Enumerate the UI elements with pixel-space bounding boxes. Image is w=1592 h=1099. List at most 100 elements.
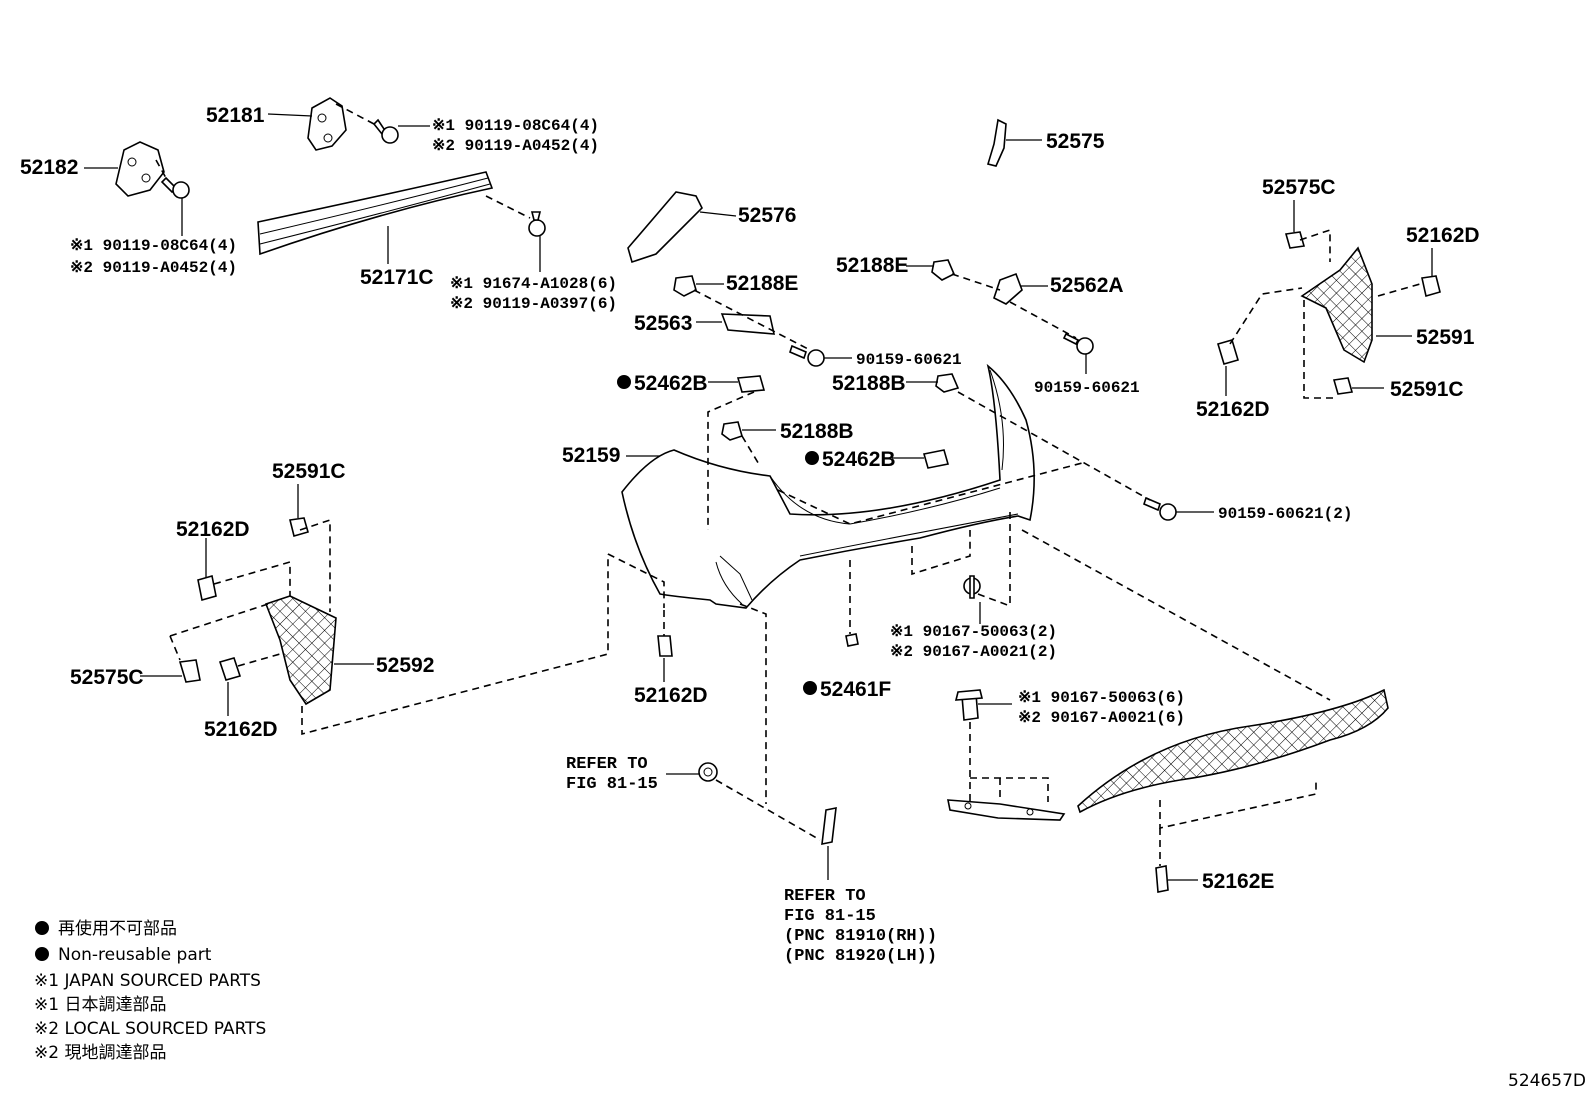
label-52181: 52181	[206, 104, 265, 127]
clip-90167-center	[963, 575, 981, 599]
legend-japan-sourced-en: ※1 JAPAN SOURCED PARTS	[34, 971, 261, 991]
grommet-fig81-15	[698, 762, 718, 782]
clip-90167-lower	[954, 689, 984, 721]
refer-to-2-line1: REFER TO	[784, 887, 866, 906]
label-52462B-right: 52462B	[822, 448, 896, 471]
legend: 再使用不可部品 Non-reusable part ※1 JAPAN SOURC…	[34, 918, 266, 1063]
label-52162D-center: 52162D	[634, 684, 708, 707]
clip-52162D-center	[657, 635, 673, 657]
label-52162E: 52162E	[1202, 870, 1274, 893]
screw-90159-left	[789, 344, 825, 367]
label-52591C-right: 52591C	[1390, 378, 1464, 401]
clip-52162D-right-upper	[1421, 275, 1441, 298]
bracket-52181	[307, 97, 347, 151]
note-90119-08C64-top: ※1 90119-08C64(4)	[432, 117, 599, 135]
label-52171C: 52171C	[360, 266, 434, 289]
legend-dot	[35, 947, 49, 961]
reflector-pnc-81910	[821, 806, 837, 846]
bracket-52591	[1300, 246, 1373, 364]
bracket-52575	[986, 118, 1007, 167]
bumper-cover-52159	[621, 363, 1035, 609]
clip-52188B-lower	[721, 421, 743, 441]
leader-lines	[84, 113, 1433, 881]
note-90167-50063-6: ※1 90167-50063(6)	[1018, 689, 1185, 707]
clip-52162E	[1155, 865, 1169, 893]
clip-52591C-left	[289, 517, 309, 537]
label-90159-right: 90159-60621	[1034, 379, 1140, 397]
label-52162D-left-upper: 52162D	[176, 518, 250, 541]
label-52159: 52159	[562, 444, 620, 467]
refer-to-2-line2: FIG 81-15	[784, 907, 876, 926]
label-52461F: 52461F	[820, 678, 891, 701]
bracket-52563	[720, 313, 776, 335]
label-52188B-upper: 52188B	[832, 372, 906, 395]
pad-52462B-left	[736, 375, 766, 393]
refer-to-1-line1: REFER TO	[566, 755, 648, 774]
note-90119-A0452-left: ※2 90119-A0452(4)	[70, 259, 237, 277]
note-90119-08C64-left: ※1 90119-08C64(4)	[70, 237, 237, 255]
screw-90159-right	[1062, 332, 1094, 355]
label-52188E-left: 52188E	[726, 272, 798, 295]
diffuser-lower	[1077, 688, 1389, 814]
label-52591C-left: 52591C	[272, 460, 346, 483]
clip-52188E-right	[931, 259, 956, 281]
note-91674-A1028: ※1 91674-A1028(6)	[450, 275, 617, 293]
label-52162D-right-upper: 52162D	[1406, 224, 1480, 247]
label-52591: 52591	[1416, 326, 1475, 349]
label-52182: 52182	[20, 156, 78, 179]
non-reusable-dot	[803, 681, 817, 695]
label-52575: 52575	[1046, 130, 1105, 153]
bolt-52182	[160, 176, 190, 199]
label-52562A: 52562A	[1050, 274, 1124, 297]
bracket-52562A	[993, 272, 1023, 305]
label-52188B-lower: 52188B	[780, 420, 854, 443]
clip-52188B-upper	[935, 373, 960, 393]
note-90167-A0021-6: ※2 90167-A0021(6)	[1018, 709, 1185, 727]
legend-nonreusable-jp: 再使用不可部品	[58, 918, 177, 939]
label-52575C-right: 52575C	[1262, 176, 1336, 199]
clip-52162D-left-upper	[197, 574, 217, 602]
label-52162D-right-lower: 52162D	[1196, 398, 1270, 421]
bracket-52576	[627, 191, 703, 264]
note-90167-50063-2: ※1 90167-50063(2)	[890, 623, 1057, 641]
label-52592: 52592	[376, 654, 434, 677]
clip-52575C-right	[1284, 231, 1306, 249]
note-90119-A0397: ※2 90119-A0397(6)	[450, 295, 617, 313]
clip-52188E-left	[673, 275, 697, 297]
clip-52591C-right	[1332, 377, 1354, 395]
screw-90159-2	[1143, 496, 1177, 521]
pad-52461F	[845, 633, 859, 647]
label-52162D-left-lower: 52162D	[204, 718, 278, 741]
diagram-id: 524657D	[1508, 1071, 1586, 1091]
reinforcement-52171C	[257, 171, 494, 256]
refer-to-2-line4: (PNC 81920(LH))	[784, 947, 937, 966]
non-reusable-dot	[617, 375, 631, 389]
bolt-52181	[372, 118, 399, 144]
garnish-lower	[947, 799, 1066, 821]
pad-52462B-right	[922, 449, 950, 469]
label-52576: 52576	[738, 204, 796, 227]
legend-dot	[35, 921, 49, 935]
bracket-52592	[264, 595, 337, 706]
clip-52162D-right-lower	[1217, 339, 1239, 365]
legend-nonreusable-en: Non-reusable part	[58, 945, 212, 965]
label-52575C-left: 52575C	[70, 666, 144, 689]
refer-to-2-line3: (PNC 81910(RH))	[784, 927, 937, 946]
bracket-52182	[115, 141, 165, 197]
clip-52575C-left	[178, 659, 201, 683]
legend-local-sourced-en: ※2 LOCAL SOURCED PARTS	[34, 1019, 266, 1039]
note-90119-A0452-top: ※2 90119-A0452(4)	[432, 137, 599, 155]
non-reusable-dot	[805, 451, 819, 465]
label-90159-2: 90159-60621(2)	[1218, 505, 1352, 523]
label-52188E-right: 52188E	[836, 254, 908, 277]
legend-japan-sourced-jp: ※1 日本調達部品	[34, 995, 166, 1015]
legend-local-sourced-jp: ※2 現地調達部品	[34, 1043, 166, 1063]
refer-to-1-line2: FIG 81-15	[566, 775, 658, 794]
label-90159-left: 90159-60621	[856, 351, 962, 369]
label-52462B-left: 52462B	[634, 372, 708, 395]
clip-52162D-left-lower	[218, 657, 242, 681]
bolt-52171C	[528, 211, 546, 237]
note-90167-A0021-2: ※2 90167-A0021(2)	[890, 643, 1057, 661]
label-52563: 52563	[634, 312, 692, 335]
